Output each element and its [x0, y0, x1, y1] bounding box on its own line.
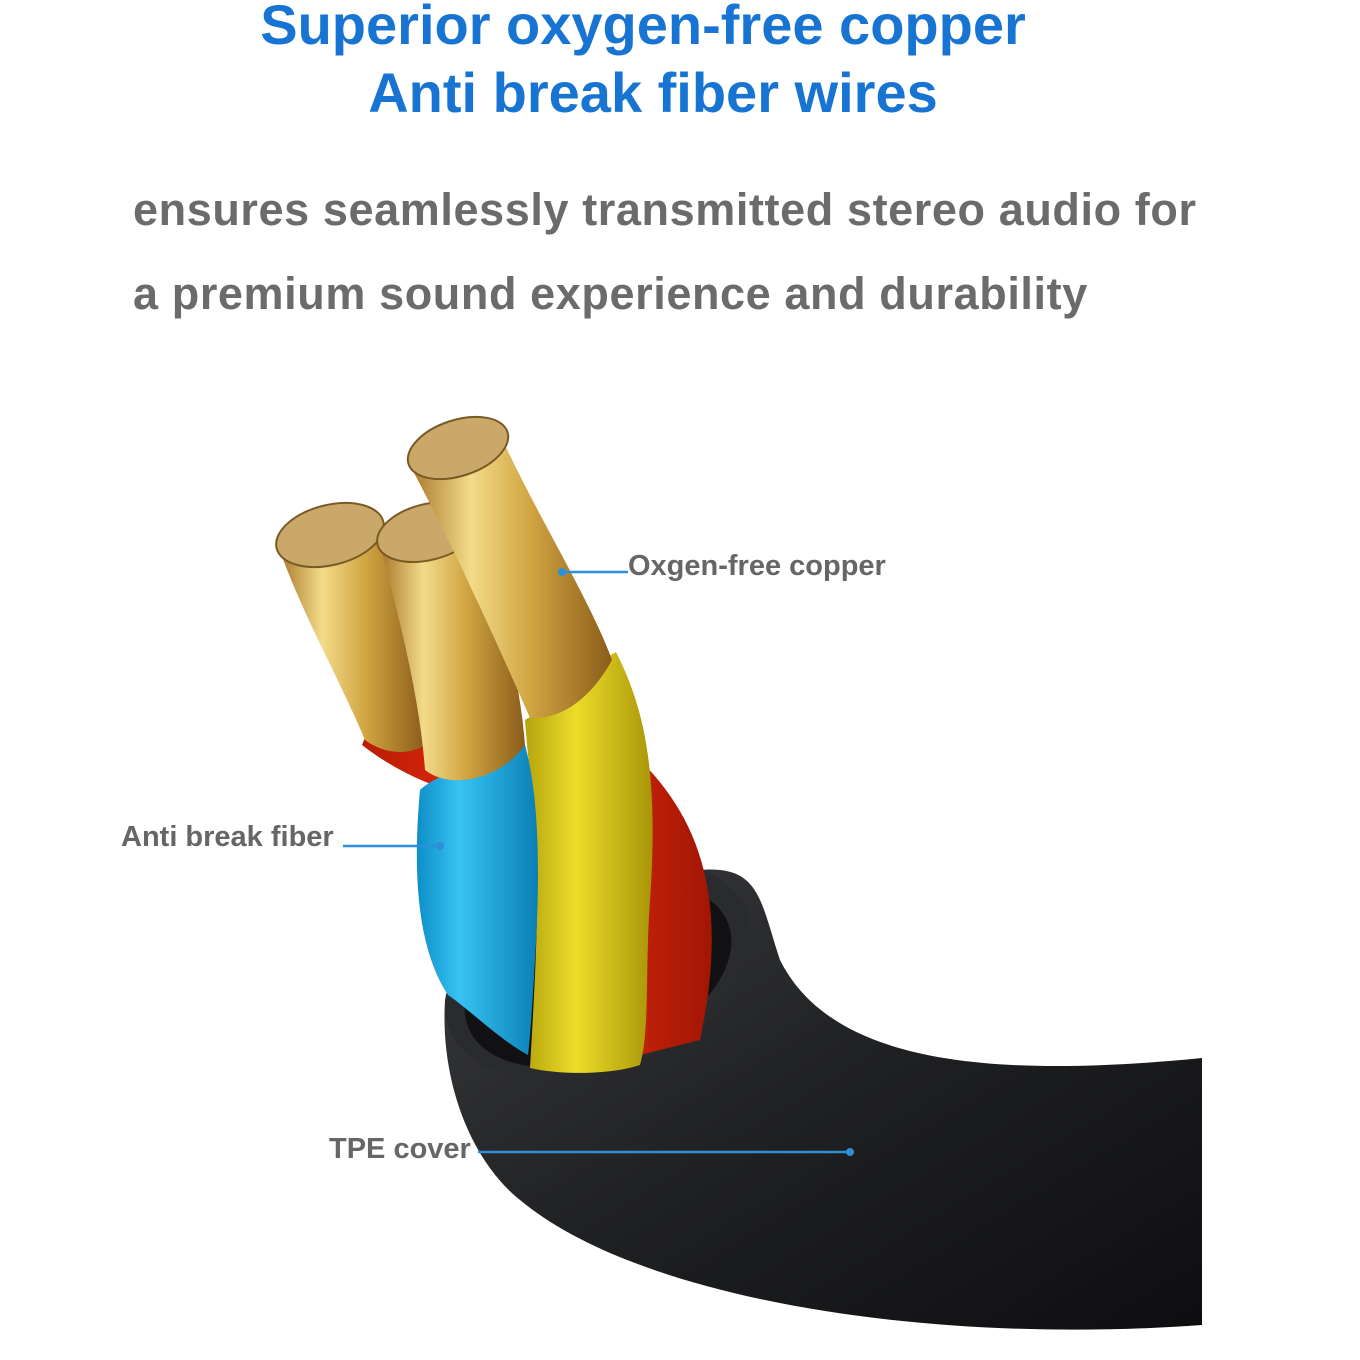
callout-line-copper: [558, 568, 628, 576]
yellow-insulated-wire: [525, 652, 653, 1073]
callout-line-fiber: [343, 842, 444, 850]
headline-line-1: Superior oxygen-free copper: [260, 0, 1026, 56]
description-line-2: a premium sound experience and durabilit…: [133, 268, 1088, 319]
blue-insulated-wire: [416, 745, 538, 1055]
callout-label-cover: TPE cover: [329, 1133, 471, 1165]
callout-line-cover: [478, 1148, 854, 1156]
headline-line-2: Anti break fiber wires: [368, 61, 938, 124]
copper-strands-right: [406, 415, 612, 719]
description-line-1: ensures seamlessly transmitted stereo au…: [133, 184, 1197, 235]
callout-label-copper: Oxgen-free copper: [628, 550, 886, 582]
callout-label-fiber: Anti break fiber: [121, 821, 334, 853]
